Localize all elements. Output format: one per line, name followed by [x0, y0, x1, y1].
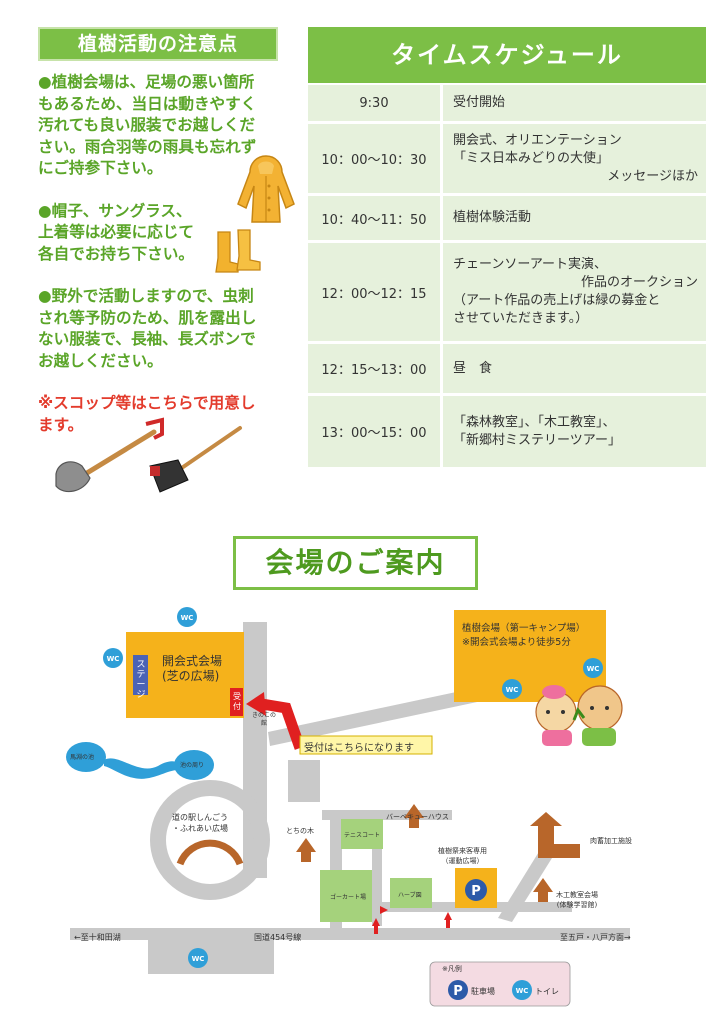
pond2-label: 池の周り	[180, 762, 205, 769]
gocart-label: ゴーカート場	[330, 894, 367, 901]
schedule-row: 13：00～15：00 「森林教室」、「木工教室」、 「新郷村ミステリーツアー」	[308, 396, 706, 470]
roadside-station-label: 道の駅しんごう ・ふれあい広場	[172, 813, 228, 833]
schedule-line: チェーンソーアート実演、	[453, 257, 608, 272]
woodwork-venue-label: 木工教室会場 (体験学習館)	[556, 891, 598, 909]
legend-parking-label: 駐車場	[471, 987, 495, 996]
wc-label: WC	[506, 686, 519, 694]
parking-icon	[465, 879, 487, 901]
schedule-time: 12：00～12：15	[308, 243, 443, 341]
direction-arrows	[296, 804, 580, 902]
to-hachinohe-label: 至五戸・八戸方面→	[560, 933, 631, 942]
roundabout-arc	[176, 839, 244, 866]
reception-block	[230, 688, 243, 716]
reception-arrow	[261, 698, 306, 750]
schedule-line: （アート作品の売上げは緑の募金と	[453, 293, 661, 308]
stage-block	[133, 655, 148, 695]
wc-label: WC	[587, 665, 600, 673]
schedule-table: 9:30 受付開始 10：00～10：30 開会式、オリエンテーション 「ミス日…	[308, 85, 706, 470]
schedule-time: 10：40～11：50	[308, 196, 443, 240]
to-towada-label: ←至十和田湖	[74, 933, 121, 942]
roundabout	[150, 780, 270, 900]
planting-venue-area	[454, 610, 606, 702]
schedule-desc: 昼 食	[443, 344, 706, 393]
schedule-line: させていただきます。）	[453, 311, 589, 326]
schedule-time: 9:30	[308, 85, 443, 121]
stage-label: ステージ	[136, 660, 146, 700]
route-label: 国道454号線	[254, 933, 302, 942]
reception-arrow-head	[246, 692, 266, 716]
rain-boots-icon	[215, 229, 261, 273]
legend-toilet-label: トイレ	[535, 987, 559, 996]
schedule-desc: チェーンソーアート実演、 作品のオークション （アート作品の売上げは緑の募金と …	[443, 243, 706, 341]
notes-body: ●植樹会場は、足場の悪い箇所 もあるため、当日は動きやすく 汚れても良い服装でお…	[38, 72, 283, 436]
bbq-house-label: バーベキューハウス	[386, 813, 449, 821]
schedule-desc: 受付開始	[443, 85, 706, 121]
legend-parking-icon	[448, 980, 468, 1000]
planting-venue-label: 植樹会場（第一キャンプ場） ※開会式会場より徒歩5分	[462, 623, 586, 648]
schedule-line: 作品のオークション	[580, 275, 698, 290]
wc-label: WC	[181, 614, 194, 622]
kinoko-label: きのこの館	[252, 712, 277, 727]
schedule-title: タイムスケジュール	[308, 27, 706, 83]
pond1-label: 馬淵の池	[70, 754, 95, 761]
venue-map: P WC WC WC WC WC P	[66, 607, 630, 1007]
schedule-row: 12：15～13：00 昼 食	[308, 344, 706, 396]
schedule-time: 13：00～15：00	[308, 396, 443, 467]
parking-p: P	[471, 884, 481, 899]
schedule-row: 10：00～10：30 開会式、オリエンテーション 「ミス日本みどりの大使」 メ…	[308, 124, 706, 196]
wc-label: WC	[192, 955, 205, 963]
schedule-time: 12：15～13：00	[308, 344, 443, 393]
legend-title: ※凡例	[442, 965, 462, 973]
facility-blocks	[320, 819, 432, 922]
schedule-line: 「ミス日本みどりの大使」	[453, 150, 610, 166]
legend-toilet-icon	[512, 980, 532, 1000]
opening-venue-label: 開会式会場 (芝の広場)	[162, 654, 223, 683]
schedule-line: 開会式、オリエンテーション	[453, 132, 622, 148]
tools-note: ※スコップ等はこちらで用意し ます。	[38, 394, 256, 434]
herb-garden-label: ハーブ園	[398, 892, 422, 899]
legend-parking-p: P	[453, 984, 463, 999]
schedule-time: 10：00～10：30	[308, 124, 443, 193]
schedule-desc: 植樹体験活動	[443, 196, 706, 240]
schedule-line: 植樹体験活動	[453, 210, 532, 225]
legend-wc-label: WC	[516, 987, 529, 995]
raincoat-icon	[237, 155, 295, 223]
tennis-court-label: テニスコート	[344, 832, 381, 839]
schedule-line: メッセージほか	[607, 168, 698, 184]
tochi-tree-label: とちの木	[286, 827, 314, 835]
entry-arrows	[372, 906, 452, 934]
notes-title: 植樹活動の注意点	[38, 27, 278, 61]
venue-guide-title: 会場のご案内	[233, 536, 478, 590]
note-item-1: ●植樹会場は、足場の悪い箇所 もあるため、当日は動きやすく 汚れても良い服装でお…	[38, 73, 257, 177]
schedule-desc: 「森林教室」、「木工教室」、 「新郷村ミステリーツアー」	[443, 396, 706, 467]
schedule-line: 「新郷村ミステリーツアー」	[453, 432, 621, 448]
ponds	[66, 742, 214, 780]
schedule-line: 「森林教室」、「木工教室」、	[453, 414, 616, 430]
schedule-row: 12：00～12：15 チェーンソーアート実演、 作品のオークション （アート作…	[308, 243, 706, 344]
schedule-line: 受付開始	[453, 95, 506, 110]
schedule-desc: 開会式、オリエンテーション 「ミス日本みどりの大使」 メッセージほか	[443, 124, 706, 193]
note-item-3: ●野外で活動しますので、虫刺 され等予防のため、肌を露出し ない服装で、長袖、長…	[38, 287, 257, 370]
reception-note-label: 受付はこちらになります	[304, 743, 414, 754]
reception-note-box	[299, 735, 433, 755]
parking-lot-label: 植樹祭来客専用 （運動広場）	[438, 847, 487, 865]
schedule-row: 9:30 受付開始	[308, 85, 706, 124]
schedule-row: 10：40～11：50 植樹体験活動	[308, 196, 706, 243]
wc-label: WC	[107, 655, 120, 663]
schedule-line: 昼 食	[453, 360, 493, 376]
mascots-icon	[535, 685, 623, 746]
meat-plant-label: 肉蓄加工施設	[590, 837, 632, 845]
reception-short-label: 受付	[233, 692, 241, 711]
shovel-and-hoe-icon	[55, 417, 242, 493]
wc-icons	[103, 607, 603, 968]
note-item-2: ●帽子、サングラス、 上着等は必要に応じて 各自でお持ち下さい。	[38, 201, 194, 263]
